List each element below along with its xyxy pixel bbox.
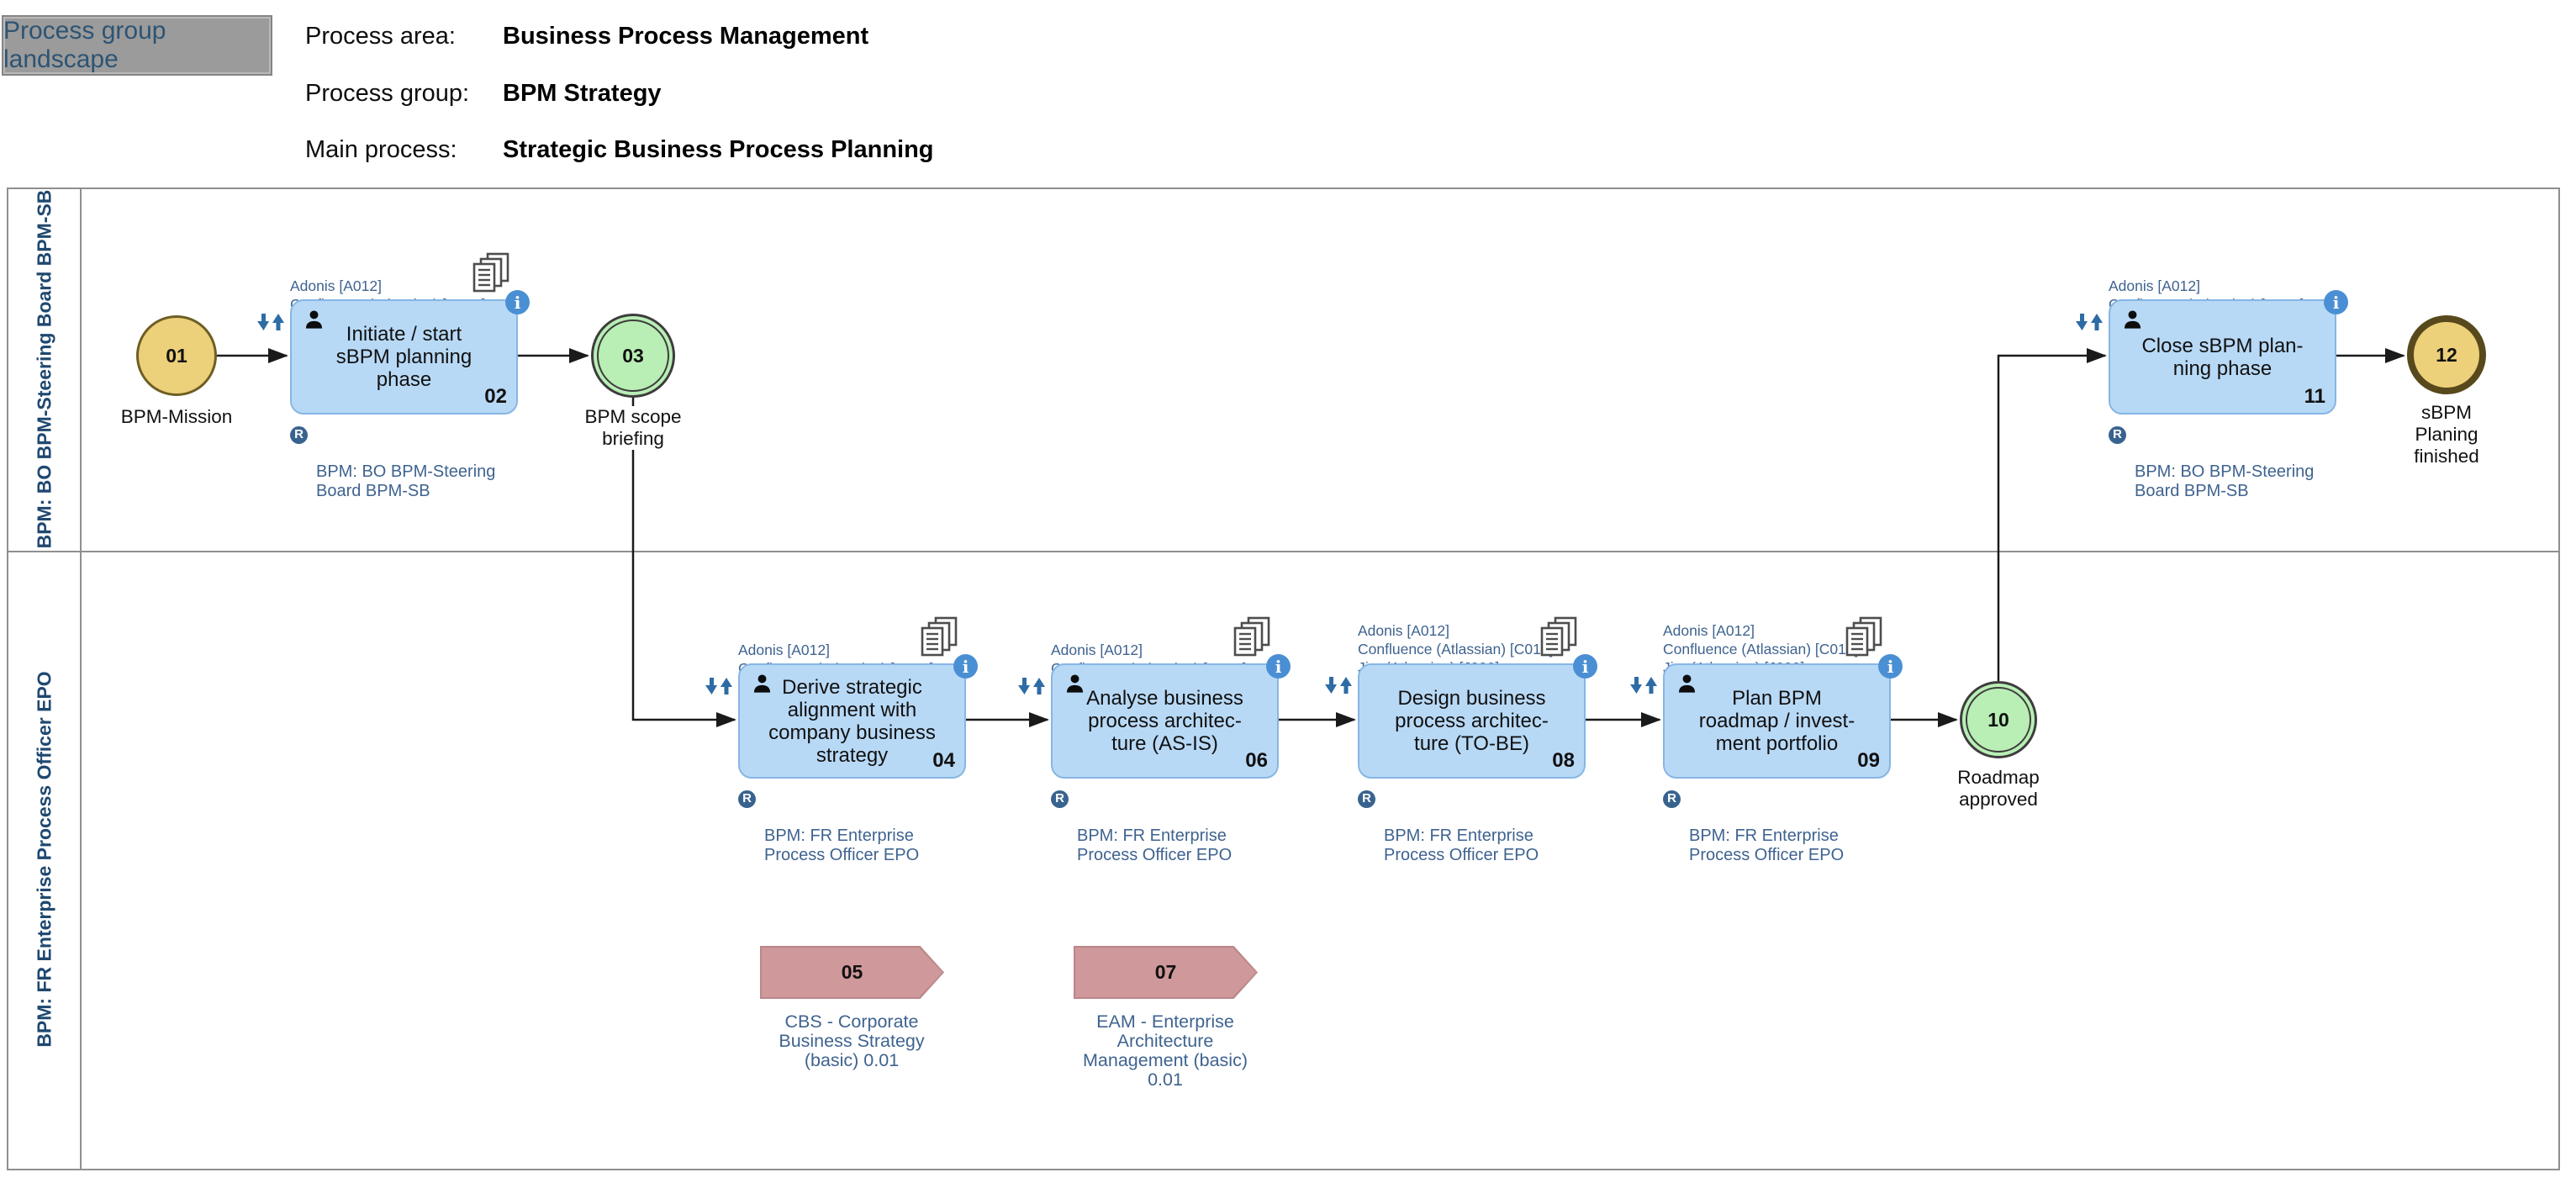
- main-process-label: Main process:: [305, 136, 457, 163]
- task-derive-strategic-alignment[interactable]: Derive strategic alignment with company …: [738, 654, 978, 779]
- data-transfer-arrows-icon: [1630, 677, 1657, 694]
- task-label: Analyse business process architec- ture …: [1086, 687, 1243, 755]
- responsible-badge: R: [290, 426, 308, 444]
- data-transfer-arrows-icon: [257, 314, 284, 330]
- event-number: 01: [166, 344, 187, 367]
- reference-eam-enterprise-architecture-management[interactable]: 07: [1074, 946, 1258, 999]
- intermediate-event-label: Roadmap approved: [1957, 767, 2040, 810]
- pool-frame: [7, 187, 2560, 1170]
- data-transfer-arrows-icon: [705, 678, 732, 694]
- info-icon[interactable]: i: [2324, 290, 2348, 314]
- task-label: Initiate / start sBPM planning phase: [335, 323, 472, 391]
- process-group-label: Process group:: [305, 80, 470, 107]
- responsible-badge: R: [738, 790, 756, 808]
- responsible-role-09: R BPM: FR Enterprise Process Officer EPO: [1663, 789, 1844, 864]
- flow-03-04: [631, 396, 736, 727]
- person-icon: [2124, 310, 2141, 329]
- responsible-role-04: R BPM: FR Enterprise Process Officer EPO: [738, 789, 919, 864]
- task-number: 06: [1245, 749, 1268, 772]
- responsible-role-06: R BPM: FR Enterprise Process Officer EPO: [1051, 789, 1232, 864]
- info-icon[interactable]: i: [1266, 654, 1291, 679]
- intermediate-event-label: BPM scope briefing: [549, 406, 717, 450]
- flow-10-11: [1997, 348, 2107, 681]
- data-transfer-arrows-icon: [2076, 314, 2103, 330]
- person-icon: [753, 674, 771, 693]
- task-number: 08: [1552, 749, 1575, 772]
- end-event-sbpm-planning-finished[interactable]: 12: [2407, 315, 2486, 394]
- responsible-role-08: R BPM: FR Enterprise Process Officer EPO: [1358, 789, 1539, 864]
- reference-shape: [1075, 948, 1256, 997]
- data-transfer-arrows-icon: [1325, 677, 1352, 694]
- event-number: 12: [2436, 343, 2457, 366]
- responsible-badge: R: [1051, 790, 1069, 808]
- documents-icon[interactable]: [1233, 616, 1272, 660]
- lane-divider: [7, 551, 2558, 552]
- responsible-role-02: R BPM: BO BPM-Steering Board BPM-SB: [290, 425, 495, 500]
- task-label: Design business process architec- ture (…: [1395, 687, 1549, 755]
- process-group-landscape-button[interactable]: Process group landscape: [2, 15, 272, 76]
- event-number: 03: [622, 344, 644, 367]
- documents-icon[interactable]: [921, 616, 959, 660]
- person-icon: [305, 310, 323, 329]
- responsible-badge: R: [1358, 790, 1375, 808]
- data-transfer-arrows-icon: [1018, 678, 1045, 694]
- process-area-label: Process area:: [305, 23, 456, 50]
- task-plan-bpm-roadmap-investment-portfolio[interactable]: Plan BPM roadmap / invest- ment portfoli…: [1663, 654, 1903, 779]
- task-design-process-architecture-to-be[interactable]: Design business process architec- ture (…: [1358, 654, 1597, 779]
- reference-number: 05: [841, 961, 863, 983]
- info-icon[interactable]: i: [953, 654, 978, 679]
- process-area-value: Business Process Management: [503, 23, 869, 50]
- task-label: Derive strategic alignment with company …: [768, 675, 936, 767]
- task-initiate-start-sbpm-planning[interactable]: Initiate / start sBPM planning phase 02 …: [290, 290, 530, 415]
- reference-shape: [762, 948, 942, 997]
- end-event-label: sBPM Planing finished: [2414, 402, 2479, 467]
- task-label: Close sBPM plan- ning phase: [2141, 334, 2304, 380]
- responsible-badge: R: [1663, 790, 1681, 808]
- info-icon[interactable]: i: [1573, 654, 1597, 679]
- task-number: 11: [2304, 385, 2325, 408]
- task-number: 02: [484, 385, 507, 408]
- person-icon: [1678, 674, 1696, 693]
- person-icon: [1066, 674, 1084, 693]
- reference-label: EAM - Enterprise Architecture Management…: [1083, 1011, 1248, 1090]
- task-close-sbpm-planning-phase[interactable]: Close sBPM plan- ning phase 11 i: [2109, 290, 2348, 415]
- intermediate-event-bpm-scope-briefing[interactable]: 03: [591, 314, 675, 398]
- start-event-bpm-mission[interactable]: 01: [136, 315, 217, 396]
- documents-icon[interactable]: [1845, 616, 1884, 660]
- info-icon[interactable]: i: [1878, 654, 1903, 679]
- info-icon[interactable]: i: [505, 290, 530, 314]
- process-group-value: BPM Strategy: [503, 80, 662, 107]
- reference-cbs-corporate-business-strategy[interactable]: 05: [760, 946, 944, 999]
- documents-icon[interactable]: [472, 252, 511, 296]
- task-number: 04: [932, 749, 955, 772]
- responsible-badge: R: [2109, 426, 2126, 444]
- responsible-role-11: R BPM: BO BPM-Steering Board BPM-SB: [2109, 425, 2314, 500]
- main-process-value: Strategic Business Process Planning: [503, 136, 934, 163]
- reference-number: 07: [1154, 961, 1177, 983]
- task-label: Plan BPM roadmap / invest- ment portfoli…: [1698, 687, 1855, 755]
- lane-label-column-divider: [80, 187, 82, 1170]
- documents-icon[interactable]: [1540, 616, 1579, 660]
- reference-label: CBS - Corporate Business Strategy (basic…: [779, 1011, 925, 1070]
- intermediate-event-roadmap-approved[interactable]: 10: [1960, 681, 2037, 758]
- event-number: 10: [1987, 708, 2009, 731]
- start-event-label: BPM-Mission: [120, 406, 233, 427]
- task-analyse-process-architecture-as-is[interactable]: Analyse business process architec- ture …: [1051, 654, 1291, 779]
- task-number: 09: [1857, 749, 1880, 772]
